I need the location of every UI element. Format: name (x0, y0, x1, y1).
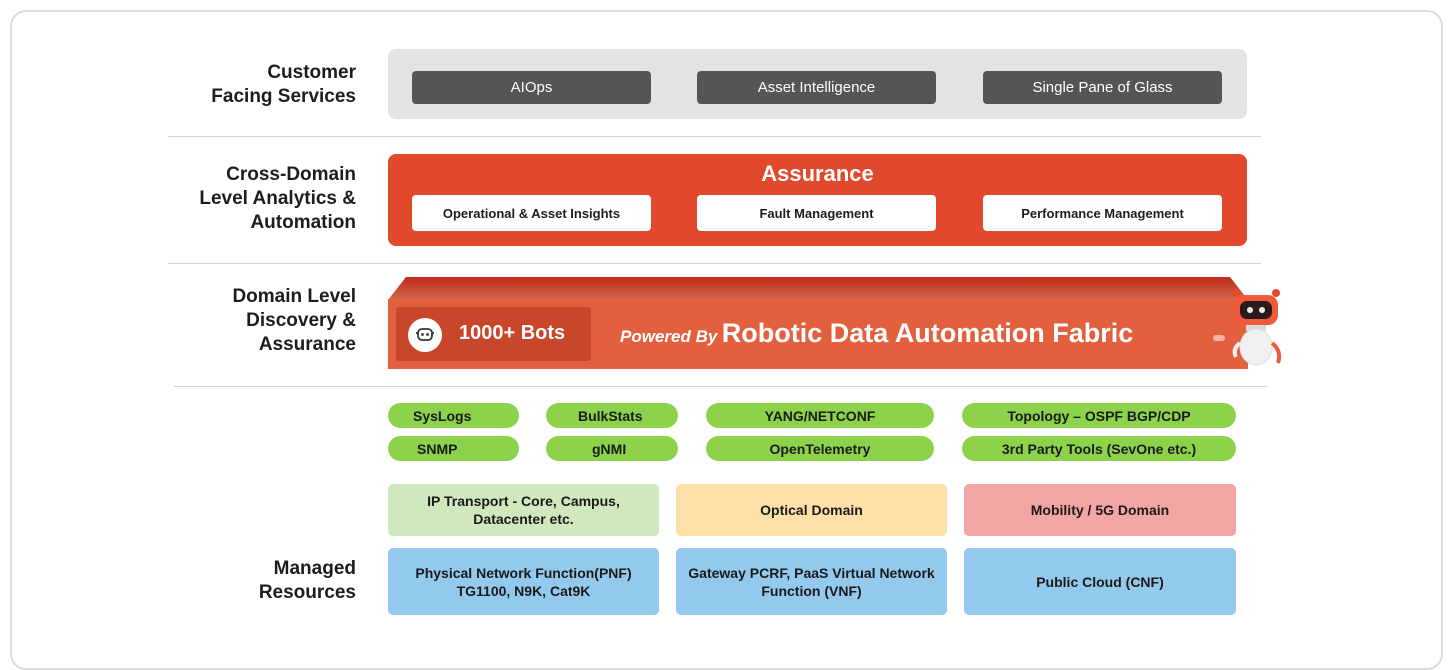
divider (168, 263, 1261, 264)
protocol-3rd-party-tools: 3rd Party Tools (SevOne etc.) (962, 436, 1236, 461)
assurance-performance-management: Performance Management (983, 195, 1222, 231)
protocol-yang-netconf: YANG/NETCONF (706, 403, 934, 428)
powered-by: Powered By (620, 327, 718, 346)
assurance-title: Assurance (761, 161, 874, 186)
label-line: Customer (267, 62, 356, 83)
protocol-bulkstats: BulkStats (546, 403, 678, 428)
assurance-operational-asset-insights: Operational & Asset Insights (412, 195, 651, 231)
label-line: Domain Level (232, 286, 356, 307)
bots-count: 1000+ Bots (459, 322, 566, 344)
domain-optical: Optical Domain (676, 484, 947, 536)
domain-ip-transport: IP Transport - Core, Campus, Datacenter … (388, 484, 659, 536)
robot-mascot-icon (1232, 289, 1282, 366)
label-line: Managed (273, 558, 356, 579)
label-line: Automation (250, 212, 356, 233)
protocol-opentelemetry: OpenTelemetry (706, 436, 934, 461)
label-line: Cross-Domain (226, 164, 356, 185)
label-line: Discovery & (246, 310, 356, 331)
service-aiops: AIOps (412, 71, 651, 104)
service-asset-intelligence: Asset Intelligence (697, 71, 936, 104)
protocol-gnmi: gNMI (546, 436, 678, 461)
label-line: Level Analytics & (199, 188, 356, 209)
fabric-bevel (388, 277, 1248, 300)
label-line: Resources (258, 582, 356, 603)
assurance-fault-management: Fault Management (697, 195, 936, 231)
label-line: Facing Services (211, 86, 356, 107)
divider (168, 136, 1261, 137)
resource-public-cloud: Public Cloud (CNF) (964, 548, 1236, 615)
label-line: Assurance (258, 334, 356, 355)
domain-mobility-5g: Mobility / 5G Domain (964, 484, 1236, 536)
protocol-syslogs: SysLogs (388, 403, 519, 428)
label-customer-facing-services: Customer Facing Services (211, 61, 356, 109)
resource-pnf: Physical Network Function(PNF) TG1100, N… (388, 548, 659, 615)
divider (174, 386, 1267, 387)
label-domain-level: Domain Level Discovery & Assurance (232, 285, 356, 357)
protocol-topology: Topology – OSPF BGP/CDP (962, 403, 1236, 428)
fabric-accent (1213, 335, 1225, 341)
label-managed-resources: Managed Resources (259, 557, 356, 605)
bot-icon (408, 318, 442, 352)
resource-vnf: Gateway PCRF, PaaS Virtual Network Funct… (676, 548, 947, 615)
fabric-title: Powered By Robotic Data Automation Fabri… (620, 318, 1133, 349)
protocol-snmp: SNMP (388, 436, 519, 461)
label-cross-domain: Cross-Domain Level Analytics & Automatio… (199, 163, 356, 235)
fabric-name: Robotic Data Automation Fabric (721, 318, 1134, 348)
service-single-pane-of-glass: Single Pane of Glass (983, 71, 1222, 104)
